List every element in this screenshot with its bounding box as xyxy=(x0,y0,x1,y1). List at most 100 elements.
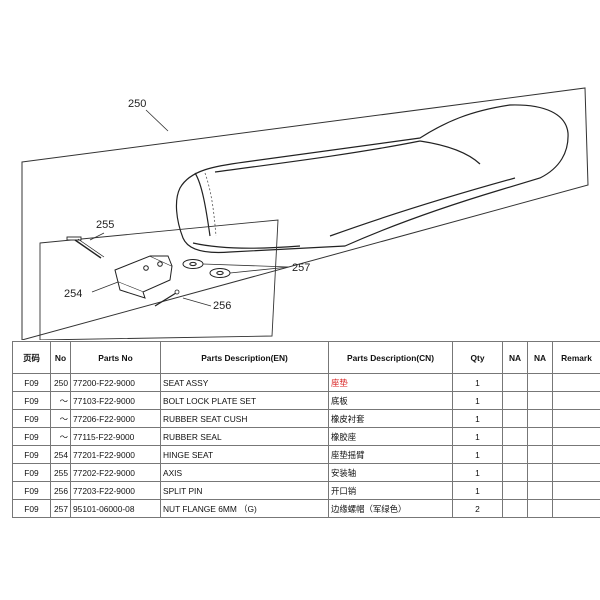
header-no: No xyxy=(50,341,71,374)
parts-table: 页码 No Parts No Parts Description(EN) Par… xyxy=(12,341,600,518)
cell-desc-cn: 座垫 xyxy=(328,373,453,392)
cell-no: ～ xyxy=(50,427,71,446)
cell-na-2 xyxy=(527,373,553,392)
cell-page: F09 xyxy=(12,409,51,428)
cell-parts-no: 77201-F22-9000 xyxy=(70,445,161,464)
cell-no: 256 xyxy=(50,481,71,500)
cell-no: ～ xyxy=(50,391,71,410)
cell-qty: 1 xyxy=(452,373,503,392)
callout-254-leader xyxy=(91,281,119,293)
axis-part xyxy=(66,236,105,259)
cell-desc-en: AXIS xyxy=(160,463,329,482)
seat-seam xyxy=(204,172,217,237)
cell-remark xyxy=(552,409,600,428)
cell-na-2 xyxy=(527,481,553,500)
header-na-1: NA xyxy=(502,341,528,374)
cell-no: 254 xyxy=(50,445,71,464)
cell-qty: 1 xyxy=(452,391,503,410)
header-desc-cn: Parts Description(CN) xyxy=(328,341,453,374)
cell-remark xyxy=(552,445,600,464)
table-row: F09 255 77202-F22-9000 AXIS 安装轴 1 xyxy=(12,463,600,482)
cell-page: F09 xyxy=(12,463,51,482)
cell-na-1 xyxy=(502,481,528,500)
table-header-row: 页码 No Parts No Parts Description(EN) Par… xyxy=(12,341,600,374)
cell-qty: 1 xyxy=(452,463,503,482)
cell-na-2 xyxy=(527,391,553,410)
cell-desc-cn: 橡胶座 xyxy=(328,427,453,446)
split-pin-part xyxy=(154,289,180,307)
callout-255-leader xyxy=(89,232,105,241)
cell-no: 255 xyxy=(50,463,71,482)
cell-parts-no: 77206-F22-9000 xyxy=(70,409,161,428)
cell-desc-cn: 开口销 xyxy=(328,481,453,500)
cell-remark xyxy=(552,391,600,410)
hinge-seat-part xyxy=(114,255,173,299)
table-row: F09 254 77201-F22-9000 HINGE SEAT 座垫摇臂 1 xyxy=(12,445,600,464)
cell-parts-no: 77200-F22-9000 xyxy=(70,373,161,392)
callout-256: 256 xyxy=(213,300,231,312)
cell-na-2 xyxy=(527,409,553,428)
cell-na-1 xyxy=(502,373,528,392)
cell-desc-cn: 橡皮衬套 xyxy=(328,409,453,428)
cell-desc-en: RUBBER SEAT CUSH xyxy=(160,409,329,428)
cell-na-1 xyxy=(502,409,528,428)
cell-na-2 xyxy=(527,427,553,446)
cell-remark xyxy=(552,481,600,500)
header-parts-no: Parts No xyxy=(70,341,161,374)
cell-page: F09 xyxy=(12,391,51,410)
cell-desc-en: RUBBER SEAL xyxy=(160,427,329,446)
cell-remark xyxy=(552,427,600,446)
cell-no: ～ xyxy=(50,409,71,428)
seat-assembly-drawing: 250 255 254 xyxy=(21,87,589,340)
header-desc-en: Parts Description(EN) xyxy=(160,341,329,374)
cell-na-1 xyxy=(502,391,528,410)
cell-no: 250 xyxy=(50,373,71,392)
table-row: F09 ～ 77206-F22-9000 RUBBER SEAT CUSH 橡皮… xyxy=(12,409,600,428)
cell-parts-no: 77203-F22-9000 xyxy=(70,481,161,500)
cell-desc-cn: 边缘螺帽（军绿色） xyxy=(328,499,453,518)
header-page: 页码 xyxy=(12,341,51,374)
callout-257-leader-b xyxy=(229,266,290,274)
header-na-2: NA xyxy=(527,341,553,374)
cell-page: F09 xyxy=(12,373,51,392)
cell-no: 257 xyxy=(50,499,71,518)
table-row: F09 ～ 77115-F22-9000 RUBBER SEAL 橡胶座 1 xyxy=(12,427,600,446)
cell-desc-cn: 安装轴 xyxy=(328,463,453,482)
cell-desc-en: HINGE SEAT xyxy=(160,445,329,464)
table-row: F09 256 77203-F22-9000 SPLIT PIN 开口销 1 xyxy=(12,481,600,500)
cell-na-2 xyxy=(527,445,553,464)
cell-desc-en: NUT FLANGE 6MM （G) xyxy=(160,499,329,518)
header-remark: Remark xyxy=(552,341,600,374)
cell-qty: 1 xyxy=(452,427,503,446)
table-row: F09 ～ 77103-F22-9000 BOLT LOCK PLATE SET… xyxy=(12,391,600,410)
cell-parts-no: 77202-F22-9000 xyxy=(70,463,161,482)
cell-page: F09 xyxy=(12,445,51,464)
seat-cushion xyxy=(175,104,569,254)
cell-remark xyxy=(552,499,600,518)
header-qty: Qty xyxy=(452,341,503,374)
cell-desc-en: SPLIT PIN xyxy=(160,481,329,500)
cell-page: F09 xyxy=(12,427,51,446)
callout-257-leader-a xyxy=(202,263,290,268)
callout-254: 254 xyxy=(64,288,82,300)
table-row: F09 250 77200-F22-9000 SEAT ASSY 座垫 1 xyxy=(12,373,600,392)
cell-na-2 xyxy=(527,463,553,482)
exploded-parts-diagram: 250 255 254 xyxy=(0,78,600,340)
cell-desc-cn: 座垫摇臂 xyxy=(328,445,453,464)
cell-parts-no: 77103-F22-9000 xyxy=(70,391,161,410)
cell-na-1 xyxy=(502,445,528,464)
callout-250: 250 xyxy=(128,98,146,110)
table-row: F09 257 95101-06000-08 NUT FLANGE 6MM （G… xyxy=(12,499,600,518)
cell-remark xyxy=(552,463,600,482)
cell-qty: 1 xyxy=(452,481,503,500)
cell-na-1 xyxy=(502,463,528,482)
cell-page: F09 xyxy=(12,481,51,500)
callout-250-leader xyxy=(145,109,169,132)
callout-255: 255 xyxy=(96,219,114,231)
cell-qty: 1 xyxy=(452,409,503,428)
cell-na-1 xyxy=(502,427,528,446)
cell-qty: 1 xyxy=(452,445,503,464)
cell-na-1 xyxy=(502,499,528,518)
cell-parts-no: 95101-06000-08 xyxy=(70,499,161,518)
cell-parts-no: 77115-F22-9000 xyxy=(70,427,161,446)
